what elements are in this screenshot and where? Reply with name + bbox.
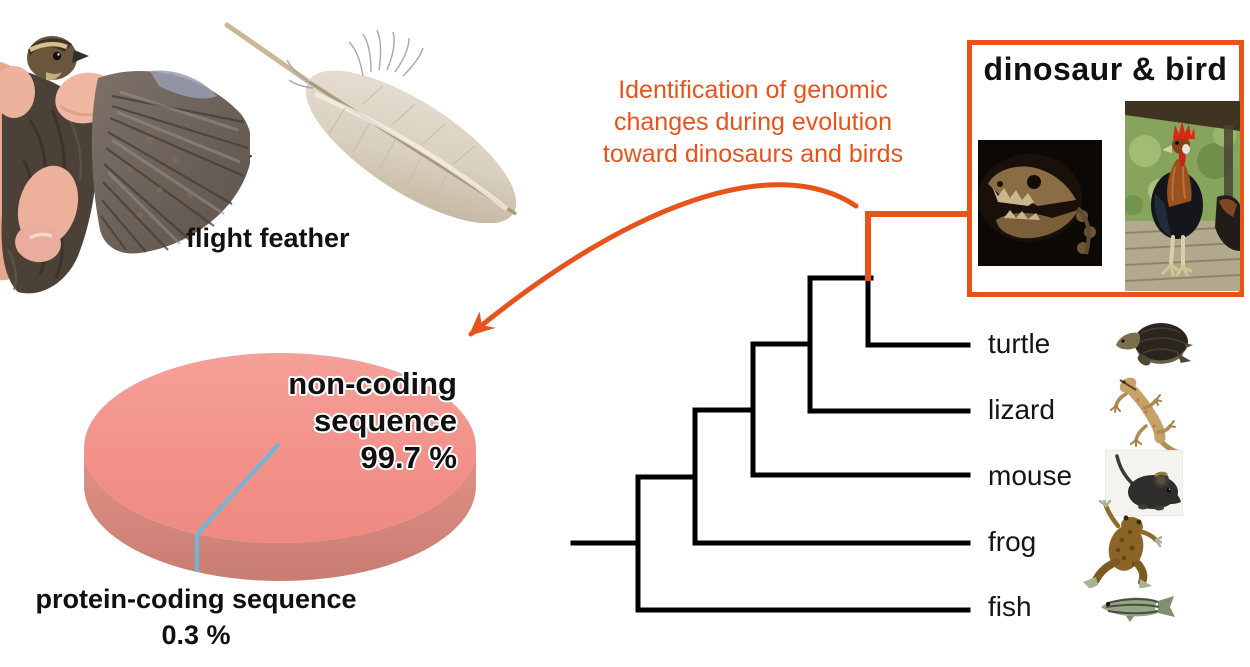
bird-in-hand-photo bbox=[0, 36, 250, 294]
tip-label-frog: frog bbox=[988, 526, 1037, 557]
dinosaur-bird-box: dinosaur & bird bbox=[967, 40, 1244, 297]
fish-photo bbox=[1101, 596, 1175, 622]
pie-noncoding-slice bbox=[84, 353, 476, 543]
tip-label-turtle: turtle bbox=[988, 328, 1051, 359]
tip-label-lizard: lizard bbox=[988, 394, 1055, 425]
genomic-changes-arrow bbox=[468, 182, 859, 337]
mouse-photo bbox=[1105, 450, 1183, 516]
pie-side bbox=[84, 448, 476, 581]
feather-fluff bbox=[286, 29, 424, 89]
bird-eye bbox=[52, 51, 62, 61]
turtle-photo bbox=[1116, 323, 1193, 366]
dinosaur-skeleton-photo bbox=[978, 140, 1102, 266]
pie-noncoding-value: 99.7 % bbox=[360, 440, 457, 475]
lizard-photo bbox=[1110, 377, 1182, 456]
figure-heading: Identification of genomic changes during… bbox=[595, 74, 911, 170]
pie-noncoding-line1: non-coding bbox=[288, 366, 457, 401]
pie-noncoding-label: non-coding sequence 99.7 % bbox=[237, 365, 457, 476]
pie-protein-slice bbox=[195, 442, 281, 572]
pie-noncoding-line2: sequence bbox=[313, 403, 457, 438]
heading-line-3: toward dinosaurs and birds bbox=[602, 140, 904, 168]
bird-beak bbox=[72, 50, 89, 63]
pie-protein-label: protein-coding sequence 0.3 % bbox=[21, 581, 371, 653]
frog-photo bbox=[1083, 500, 1162, 588]
rooster-comb bbox=[1173, 121, 1195, 139]
finger bbox=[0, 66, 35, 118]
phylogenetic-tree bbox=[570, 273, 971, 613]
pie-protein-value: 0.3 % bbox=[161, 620, 231, 650]
pie-protein-line1: protein-coding sequence bbox=[35, 584, 357, 614]
flight-feather-photo bbox=[224, 22, 517, 223]
heading-line-2: changes during evolution bbox=[614, 108, 892, 136]
flight-feather-label: flight feather bbox=[186, 223, 350, 253]
tree-branch-dinosaur-bird bbox=[865, 211, 967, 281]
tip-label-fish: fish bbox=[988, 591, 1032, 622]
dinosaur-bird-box-title: dinosaur & bird bbox=[983, 51, 1228, 87]
tip-label-mouse: mouse bbox=[988, 460, 1073, 491]
rooster-photo bbox=[1125, 101, 1240, 291]
heading-line-1: Identification of genomic bbox=[618, 76, 888, 104]
